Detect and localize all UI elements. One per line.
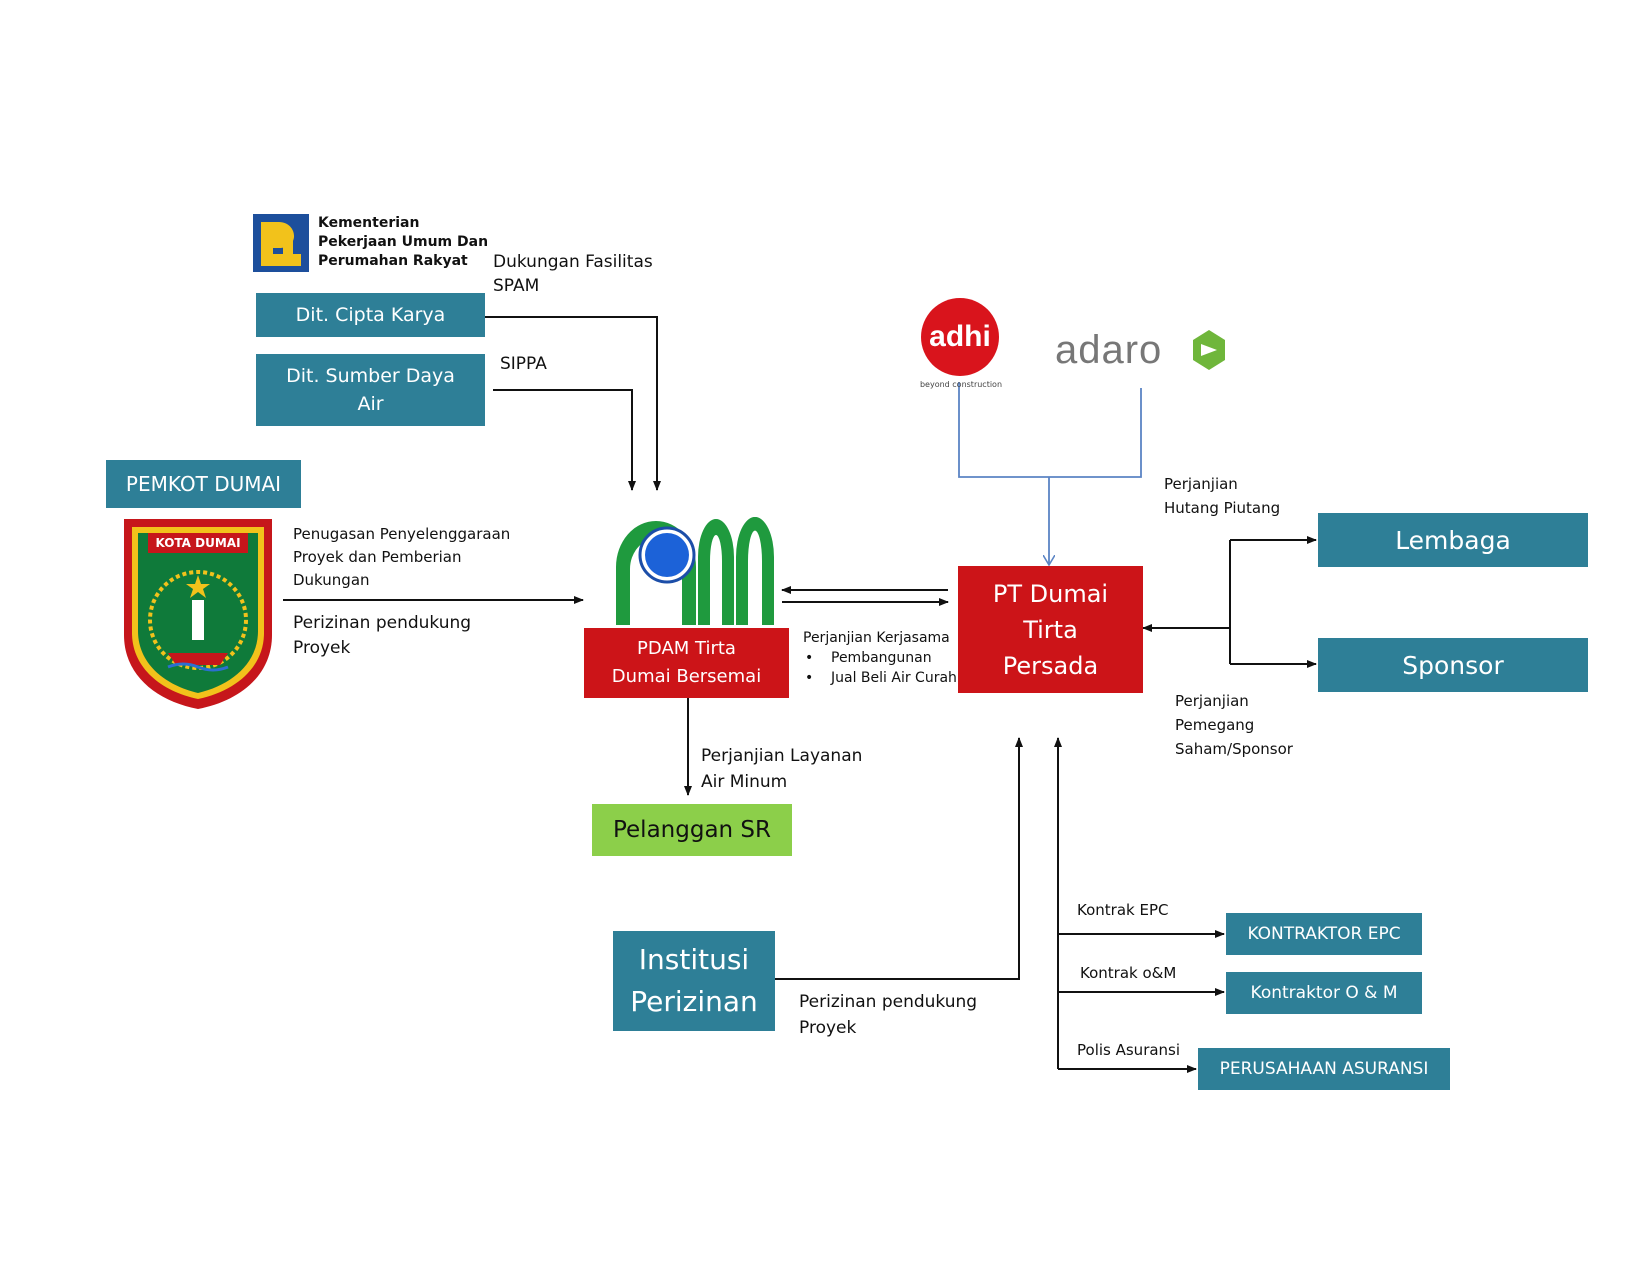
sponsor-label: Sponsor	[1402, 650, 1504, 680]
line-adhi-pt	[958, 382, 1142, 478]
adaro-logo: adaro	[1055, 326, 1235, 380]
pt-dumai-box: PT Dumai Tirta Persada	[958, 566, 1143, 693]
label-penugasan: Penugasan Penyelenggaraan Proyek dan Pem…	[293, 523, 510, 592]
polis-text: Polis Asuransi	[1077, 1041, 1181, 1059]
adhi-logo: adhi beyond construction	[918, 298, 1004, 394]
dukungan-line2: SPAM	[493, 276, 540, 296]
layanan-line2: Air Minum	[701, 772, 788, 792]
kota-dumai-logo-text: KOTA DUMAI	[148, 533, 248, 553]
dit-cipta-karya-label: Dit. Cipta Karya	[295, 304, 446, 326]
kerjasama-list: Pembangunan Jual Beli Air Curah	[803, 648, 957, 688]
dit-sumber-daya-box: Dit. Sumber Daya Air	[256, 354, 485, 426]
label-kontrak-om: Kontrak o&M	[1080, 963, 1176, 984]
kontraktor-epc-label: KONTRAKTOR EPC	[1247, 924, 1401, 944]
label-perjanjian-layanan: Perjanjian Layanan Air Minum	[701, 743, 862, 795]
penugasan-line2: Proyek dan Pemberian	[293, 548, 462, 566]
arrow-cipta-karya-pdam	[485, 316, 661, 491]
dit-sumber-daya-line1: Dit. Sumber Daya	[286, 365, 455, 387]
pt-dumai-line1: PT Dumai	[992, 579, 1109, 608]
adhi-word: adhi	[929, 320, 991, 353]
asuransi-label: PERUSAHAAN ASURANSI	[1219, 1059, 1429, 1079]
pemegang-line2: Pemegang	[1175, 716, 1255, 734]
label-kontrak-epc: Kontrak EPC	[1077, 900, 1168, 921]
arrow-institusi-pt	[774, 737, 1023, 980]
perizinan-inst-line2: Proyek	[799, 1018, 857, 1038]
kota-dumai-emblem: KOTA DUMAI	[120, 515, 276, 711]
lembaga-box: Lembaga	[1318, 513, 1588, 567]
perizinan-inst-line1: Perizinan pendukung	[799, 992, 978, 1012]
pemegang-line3: Saham/Sponsor	[1175, 740, 1293, 758]
penugasan-line1: Penugasan Penyelenggaraan	[293, 525, 511, 543]
adhi-circle: adhi	[921, 298, 999, 376]
kementerian-line3: Perumahan Rakyat	[318, 253, 468, 269]
label-dukungan-fasilitas: Dukungan Fasilitas SPAM	[493, 250, 653, 298]
perusahaan-asuransi-box: PERUSAHAAN ASURANSI	[1198, 1048, 1450, 1090]
layanan-line1: Perjanjian Layanan	[701, 746, 863, 766]
kementerian-pupr-logo	[253, 214, 309, 272]
kontraktor-om-box: Kontraktor O & M	[1226, 972, 1422, 1014]
sippa-text: SIPPA	[500, 354, 547, 374]
pdam-arches-icon	[616, 516, 774, 625]
perizinan-pemkot-line2: Proyek	[293, 638, 351, 658]
pemegang-line1: Perjanjian	[1175, 692, 1249, 710]
kontraktor-epc-box: KONTRAKTOR EPC	[1226, 913, 1422, 955]
kontrak-om-text: Kontrak o&M	[1080, 964, 1177, 982]
pemkot-dumai-box: PEMKOT DUMAI	[106, 460, 301, 508]
kerjasama-item-jual-beli: Jual Beli Air Curah	[805, 668, 957, 688]
label-hutang-piutang: Perjanjian Hutang Piutang	[1164, 472, 1280, 520]
adhi-tagline: beyond construction	[918, 380, 1004, 389]
label-perizinan-pemkot: Perizinan pendukung Proyek	[293, 611, 471, 661]
kementerian-line1: Kementerian	[318, 215, 420, 231]
pdam-box: PDAM Tirta Dumai Bersemai	[584, 628, 789, 698]
kementerian-line2: Pekerjaan Umum Dan	[318, 234, 489, 250]
kota-dumai-shield-icon	[124, 519, 272, 709]
pt-dumai-line3: Persada	[1002, 651, 1099, 680]
adaro-mark-icon	[1193, 330, 1225, 370]
institusi-line1: Institusi	[638, 943, 750, 976]
penugasan-line3: Dukungan	[293, 571, 370, 589]
adaro-word: adaro	[1055, 328, 1163, 372]
lembaga-label: Lembaga	[1395, 525, 1511, 555]
institusi-perizinan-box: Institusi Perizinan	[613, 931, 775, 1031]
arrow-sumber-daya-pdam	[493, 389, 636, 491]
kontraktor-om-label: Kontraktor O & M	[1250, 983, 1398, 1003]
pdam-line2: Dumai Bersemai	[611, 666, 762, 687]
label-pemegang-saham: Perjanjian Pemegang Saham/Sponsor	[1175, 689, 1293, 761]
pupr-emblem-icon	[253, 214, 309, 272]
adhi-tagline-text: beyond construction	[919, 380, 1003, 389]
label-perjanjian-kerjasama: Perjanjian Kerjasama Pembangunan Jual Be…	[803, 628, 957, 688]
institusi-line2: Perizinan	[630, 985, 758, 1018]
kementerian-title: Kementerian Pekerjaan Umum Dan Perumahan…	[318, 214, 488, 271]
dit-sumber-daya-line2: Air	[357, 393, 384, 415]
perizinan-pemkot-line1: Perizinan pendukung	[293, 613, 472, 633]
label-polis-asuransi: Polis Asuransi	[1077, 1040, 1180, 1061]
hutang-line2: Hutang Piutang	[1164, 499, 1281, 517]
dit-cipta-karya-box: Dit. Cipta Karya	[256, 293, 485, 337]
label-sippa: SIPPA	[500, 352, 547, 376]
pelanggan-label: Pelanggan SR	[612, 817, 772, 843]
kerjasama-title: Perjanjian Kerjasama	[803, 630, 950, 646]
pt-dumai-line2: Tirta	[1023, 615, 1078, 644]
hutang-line1: Perjanjian	[1164, 475, 1238, 493]
kontrak-epc-text: Kontrak EPC	[1077, 901, 1169, 919]
dukungan-line1: Dukungan Fasilitas	[493, 252, 653, 272]
label-perizinan-institusi: Perizinan pendukung Proyek	[799, 989, 977, 1041]
kerjasama-item-pembangunan: Pembangunan	[805, 648, 957, 668]
pdam-line1: PDAM Tirta	[637, 638, 736, 659]
pemkot-label: PEMKOT DUMAI	[125, 472, 282, 496]
sponsor-box: Sponsor	[1318, 638, 1588, 692]
kota-dumai-text: KOTA DUMAI	[155, 536, 241, 550]
pdam-logo	[612, 516, 778, 627]
pelanggan-sr-box: Pelanggan SR	[592, 804, 792, 856]
